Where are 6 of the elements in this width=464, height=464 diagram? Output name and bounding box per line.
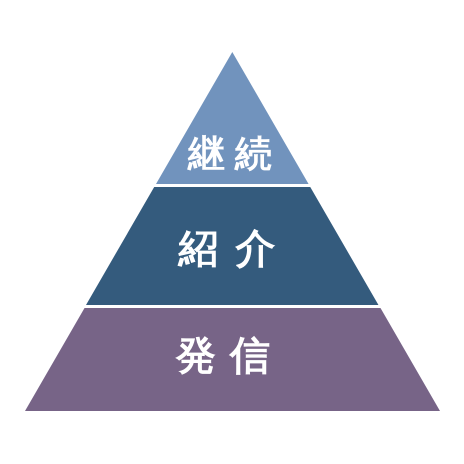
tier-label: 紹介 bbox=[178, 229, 276, 269]
tier-label: 発信 bbox=[176, 336, 270, 376]
pyramid-tier bbox=[86, 187, 379, 305]
pyramid-tier bbox=[25, 308, 440, 411]
tier-label: 継続 bbox=[188, 134, 272, 172]
pyramid-tier bbox=[156, 52, 309, 184]
